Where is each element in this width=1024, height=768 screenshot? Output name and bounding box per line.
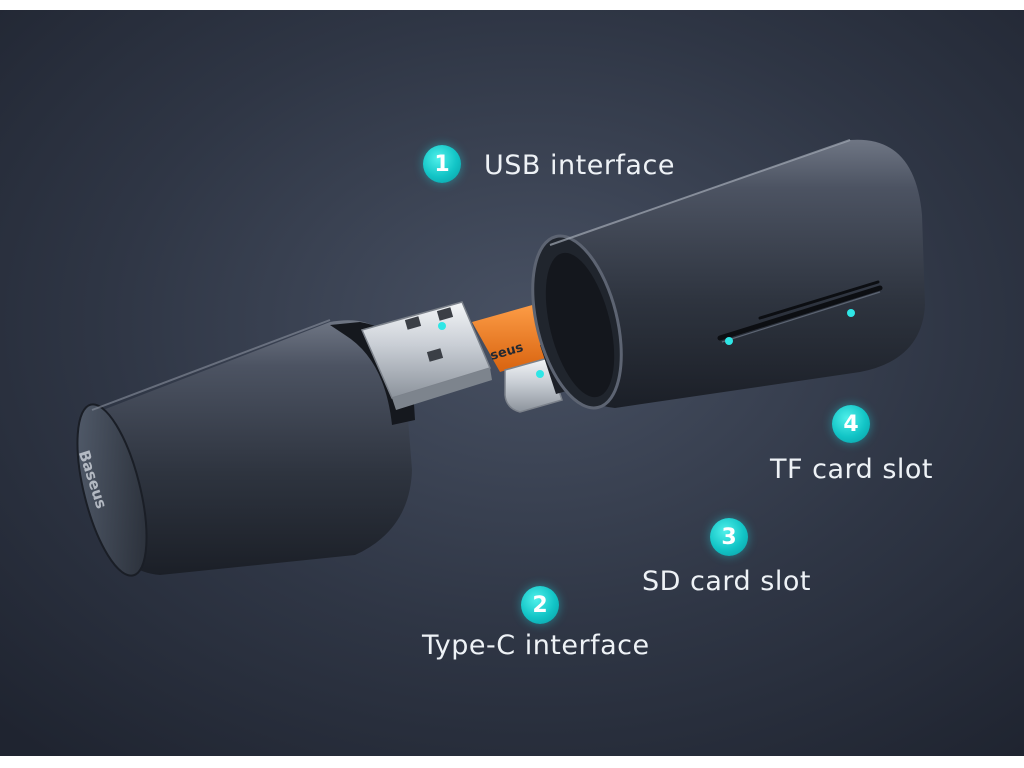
callout-3-badge: 3: [710, 518, 748, 556]
reader-body: [531, 139, 925, 410]
sd-slot: [758, 280, 880, 320]
callout-4-badge: 4: [832, 405, 870, 443]
callout-1-label: USB interface: [484, 150, 675, 181]
tf-slot: [717, 285, 883, 341]
callout-4-label: TF card slot: [770, 454, 934, 485]
callout-lines: [438, 182, 855, 587]
callout-3-label: SD card slot: [642, 566, 811, 597]
callout-1-badge: 1: [423, 145, 461, 183]
callout-2-badge: 2: [521, 586, 559, 624]
usb-a-plug: [360, 301, 492, 410]
callout-2-label: Type-C interface: [422, 630, 650, 661]
